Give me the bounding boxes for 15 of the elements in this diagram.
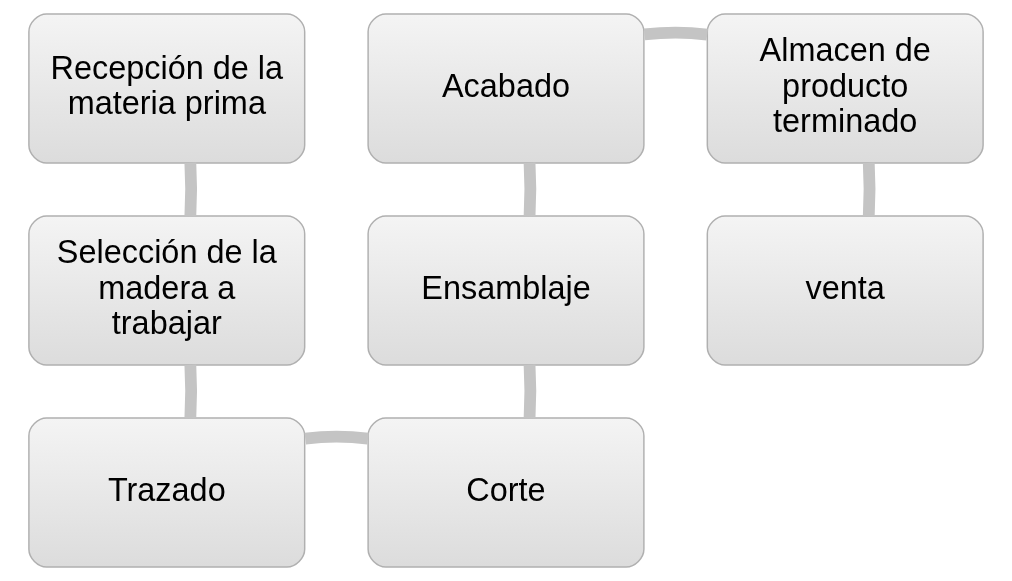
connector [862, 162, 876, 216]
node-box: Corte [367, 417, 645, 568]
connector [304, 430, 369, 445]
node-box: Acabado [367, 13, 645, 164]
node-box: venta [706, 215, 984, 366]
node-box: Selección de la madera a trabajar [28, 215, 306, 366]
connector [523, 364, 537, 418]
connector [184, 364, 198, 418]
node-box: Recepción de la materia prima [28, 13, 306, 164]
node-box: Ensamblaje [367, 215, 645, 366]
node-box: Trazado [28, 417, 306, 568]
connector [643, 26, 708, 41]
connector [523, 162, 537, 216]
node-box: Almacen de producto terminado [706, 13, 984, 164]
connector [184, 162, 198, 216]
